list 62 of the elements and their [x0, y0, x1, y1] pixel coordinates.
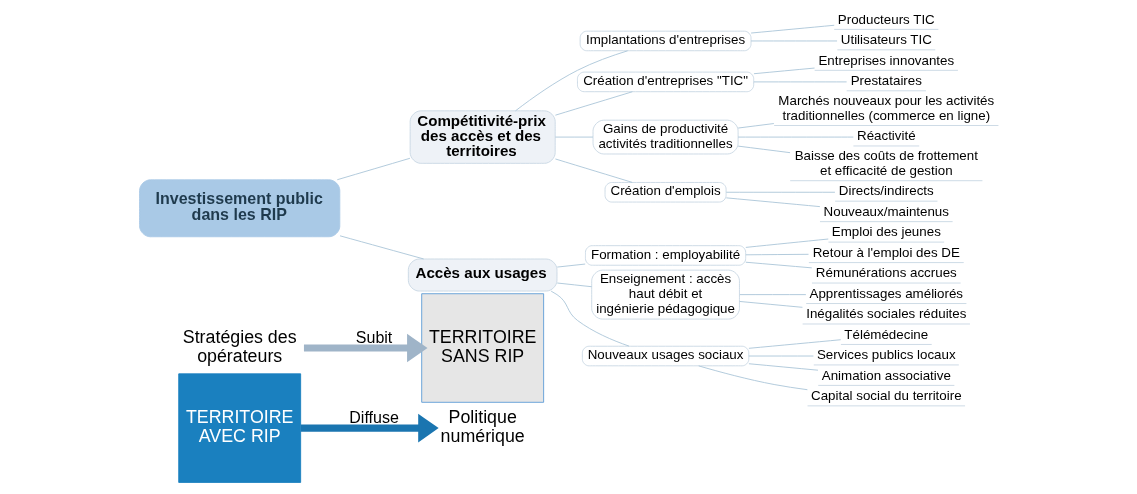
- node-box: TERRITOIRE SANS RIP: [420, 293, 544, 403]
- node-text: Prestataires: [850, 73, 922, 89]
- node-box: Implantations d'entreprises: [579, 30, 751, 52]
- node-text: Marchés nouveaux pour les activités traditionnelles (commerce en ligne): [777, 93, 994, 124]
- connector: [554, 91, 633, 116]
- connector: [336, 157, 410, 181]
- node-box: Accès aux usages: [407, 258, 557, 292]
- node-box: TERRITOIRE AVEC RIP: [177, 373, 301, 483]
- connector: [738, 294, 806, 296]
- node-text: Stratégies des opérateurs: [182, 326, 297, 367]
- node-box: Formation : employabilité: [584, 245, 746, 266]
- connector: [737, 136, 854, 138]
- connector: [744, 238, 829, 248]
- node-text: Emploi des jeunes: [831, 224, 941, 240]
- node-text: Nouveaux/maintenus: [823, 203, 949, 219]
- node-box: Investissement public dans les RIP: [138, 179, 340, 238]
- node-text: Animation associative: [821, 367, 951, 383]
- node-box: Enseignement : accès haut débit et ingénierie pédagogique: [590, 269, 740, 320]
- arrow: [300, 413, 439, 443]
- node-text: Réactivité: [856, 128, 916, 144]
- node-text: Rémunérations accrues: [815, 265, 957, 281]
- connector: [550, 290, 629, 347]
- connector: [744, 253, 809, 256]
- node-box: Gains de productivité activités traditionnelles: [592, 119, 739, 155]
- node-text: Télémédecine: [843, 326, 928, 342]
- node-box: Nouveaux usages sociaux: [581, 345, 749, 367]
- connector: [750, 40, 837, 42]
- connector: [725, 197, 820, 208]
- node-text: Politique numérique: [440, 406, 525, 447]
- connector: [747, 363, 818, 371]
- connector: [753, 81, 847, 83]
- connector: [737, 145, 790, 154]
- node-text: Services publics locaux: [816, 347, 956, 363]
- connector: [750, 24, 835, 34]
- connector: [556, 263, 586, 268]
- connector: [556, 282, 592, 288]
- node-text: Apprentissages améliorés: [809, 285, 963, 301]
- connector: [737, 123, 774, 129]
- connector: [514, 50, 628, 112]
- connector: [753, 67, 815, 75]
- node-text: Retour à l'emploi des DE: [812, 244, 960, 260]
- node-text: Utilisateurs TIC: [840, 32, 932, 48]
- connector: [554, 158, 633, 183]
- node-text: Producteurs TIC: [837, 11, 935, 27]
- node-text: Capital social du territoire: [810, 388, 962, 404]
- node-box: Compétitivité-prix des accès et des territoires: [409, 110, 556, 164]
- connector: [725, 191, 835, 193]
- connector: [738, 301, 803, 308]
- node-text: Inégalités sociales réduites: [805, 306, 966, 322]
- node-text: Baisse des coûts de frottement et efficacité de gestion: [794, 148, 978, 179]
- node-text: Entreprises innovantes: [817, 52, 954, 68]
- node-box: Création d'entreprises "TIC": [576, 71, 754, 93]
- node-box: Création d'emplois: [604, 182, 727, 203]
- node-text: Directs/indirects: [838, 183, 934, 199]
- connector: [747, 355, 814, 357]
- connector: [554, 136, 593, 138]
- connector: [339, 235, 424, 260]
- edge-label: Diffuse: [348, 408, 399, 427]
- connector: [744, 261, 812, 269]
- connector: [747, 339, 841, 349]
- edge-label: Subit: [355, 328, 392, 347]
- connector: [697, 365, 808, 391]
